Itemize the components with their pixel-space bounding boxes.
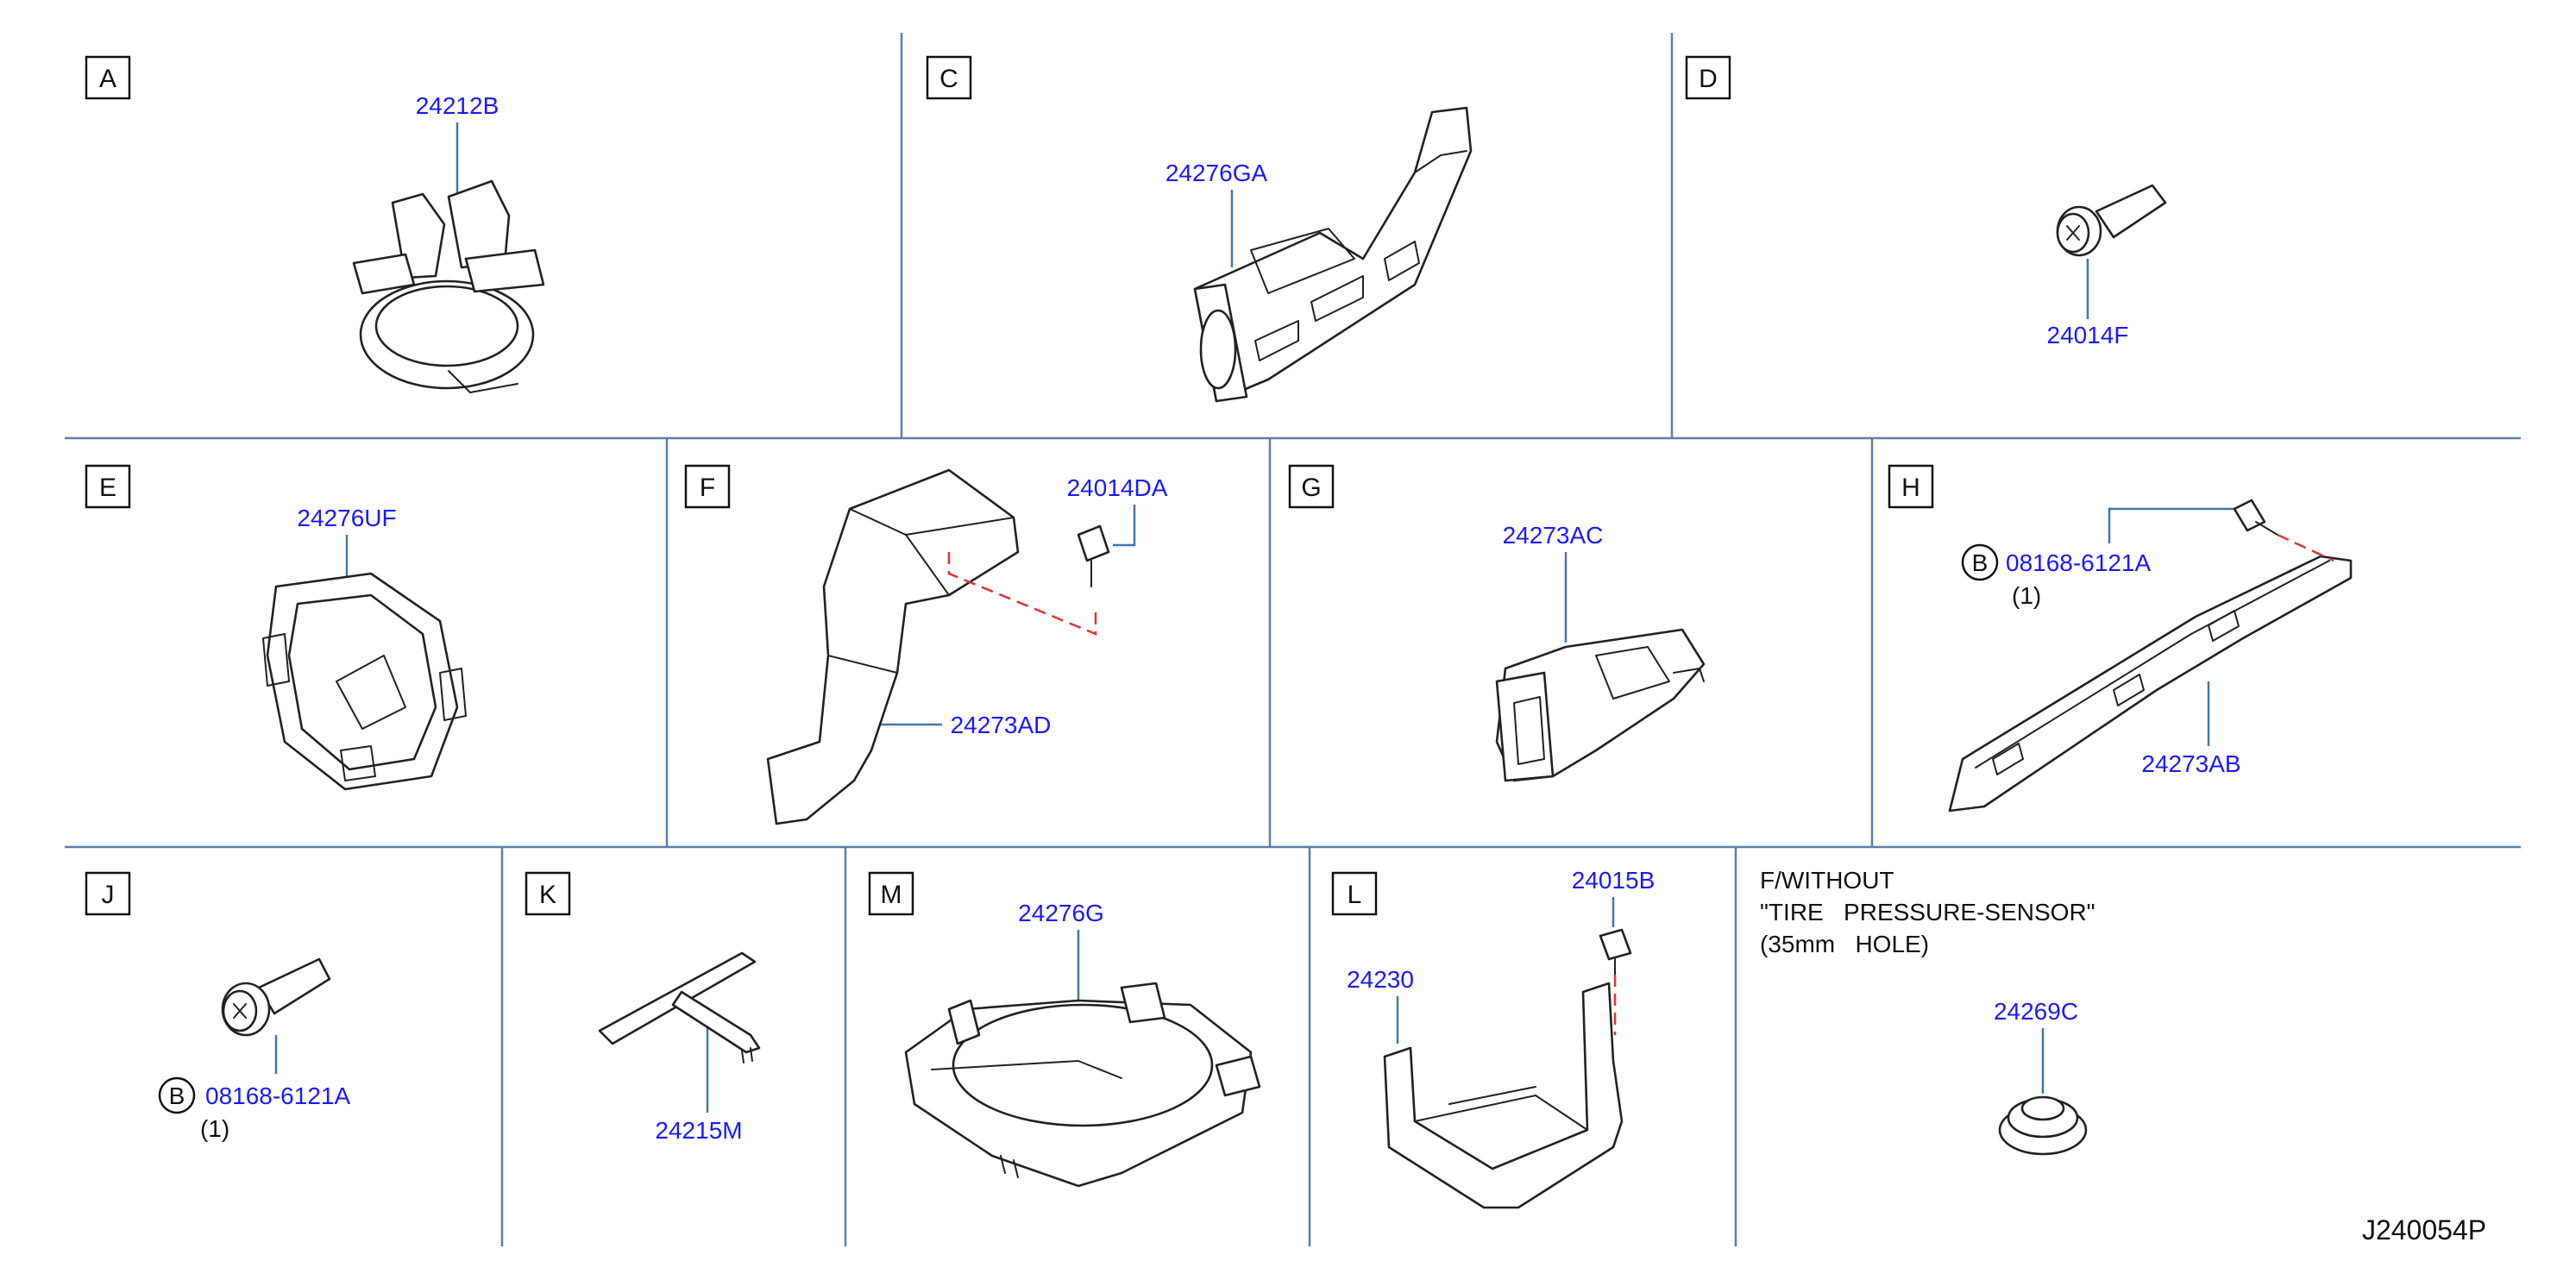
section-g-tag xyxy=(1288,464,1335,509)
part-number-24230: 24230 xyxy=(1347,966,1414,993)
part-number-24212b: 24212B xyxy=(416,92,499,119)
section-j-letter: J xyxy=(102,881,115,909)
bolt-d-drawing xyxy=(2056,184,2167,257)
note-line-1: F/WITHOUT xyxy=(1760,867,1894,894)
bracket-c-drawing xyxy=(1193,106,1473,403)
part-number-24273ab: 24273AB xyxy=(2141,750,2240,777)
tray-m-drawing xyxy=(904,982,1261,1188)
diagram-code: J240054P xyxy=(2362,1214,2486,1245)
section-j-tag xyxy=(85,871,131,916)
section-d-tag xyxy=(1685,55,1731,100)
section-g-letter: G xyxy=(1301,474,1321,502)
section-d: D 24014F xyxy=(1685,55,2167,348)
section-c-tag xyxy=(926,55,972,100)
rail-bracket-h-drawing xyxy=(1948,499,2353,813)
section-k-letter: K xyxy=(539,881,556,909)
grid-lines xyxy=(65,33,2521,1246)
section-e-tag xyxy=(85,464,131,509)
part-number-24215m: 24215M xyxy=(655,1117,742,1144)
part-number-08168-6121a-j: 08168-6121A xyxy=(205,1082,350,1109)
part-number-24276ga: 24276GA xyxy=(1165,160,1268,186)
part-number-24014f: 24014F xyxy=(2047,322,2129,348)
section-h: H B 08168-6121A (1) 24273AB xyxy=(1888,464,2353,813)
clip-k-drawing xyxy=(598,951,761,1064)
part-number-24269c: 24269C xyxy=(1994,998,2078,1025)
section-l: L 24015B 24230 xyxy=(1331,867,1656,1209)
ring-bracket-e-drawing xyxy=(262,572,467,791)
section-tpms: F/WITHOUT "TIRE PRESSURE-SENSOR" (35mm H… xyxy=(1760,867,2095,1156)
note-line-2: "TIRE PRESSURE-SENSOR" xyxy=(1760,899,2095,925)
section-j-ref-b: B xyxy=(169,1082,185,1109)
section-a: A 24212B xyxy=(85,55,545,393)
section-l-letter: L xyxy=(1348,881,1362,909)
section-k: K 24215M xyxy=(525,871,761,1144)
part-number-24015b: 24015B xyxy=(1572,867,1656,894)
section-h-qty: (1) xyxy=(2012,582,2041,609)
section-g: G 24273AC xyxy=(1288,464,1706,782)
section-k-tag xyxy=(525,871,571,916)
section-h-letter: H xyxy=(1901,474,1920,502)
grommet-drawing xyxy=(1998,1095,2088,1156)
section-f-tag xyxy=(684,464,731,509)
part-number-24276uf: 24276UF xyxy=(297,505,396,531)
section-l-tag xyxy=(1331,871,1378,916)
section-f-letter: F xyxy=(700,474,715,502)
section-m-letter: M xyxy=(881,881,902,909)
section-d-letter: D xyxy=(1699,65,1718,93)
part-number-24273ad: 24273AD xyxy=(951,712,1052,738)
hose-clamp-drawing xyxy=(352,179,545,393)
section-j: J B 08168-6121A (1) xyxy=(85,871,350,1142)
part-number-24014da: 24014DA xyxy=(1067,474,1168,501)
part-number-24276g: 24276G xyxy=(1018,900,1104,926)
bracket-g-drawing xyxy=(1495,628,1706,782)
section-a-tag xyxy=(85,55,131,100)
section-a-letter: A xyxy=(99,65,116,93)
part-number-08168-6121a-h: 08168-6121A xyxy=(2006,549,2151,576)
section-c: C 24276GA xyxy=(926,55,1473,403)
note-line-3: (35mm HOLE) xyxy=(1760,931,1929,957)
section-h-tag xyxy=(1888,464,1934,509)
section-m-tag xyxy=(868,871,914,916)
section-j-qty: (1) xyxy=(200,1115,229,1142)
section-e-letter: E xyxy=(99,474,116,502)
section-e: E 24276UF xyxy=(85,464,467,791)
duct-f-drawing xyxy=(766,468,1110,825)
bolt-j-drawing xyxy=(221,957,331,1037)
section-f: F 24014DA 24273AD xyxy=(684,464,1168,825)
section-h-ref-b: B xyxy=(1972,549,1989,576)
section-c-letter: C xyxy=(939,65,958,93)
section-m: M 24276G xyxy=(868,871,1261,1188)
part-number-24273ac: 24273AC xyxy=(1503,522,1604,549)
bracket-l-drawing xyxy=(1383,928,1632,1209)
